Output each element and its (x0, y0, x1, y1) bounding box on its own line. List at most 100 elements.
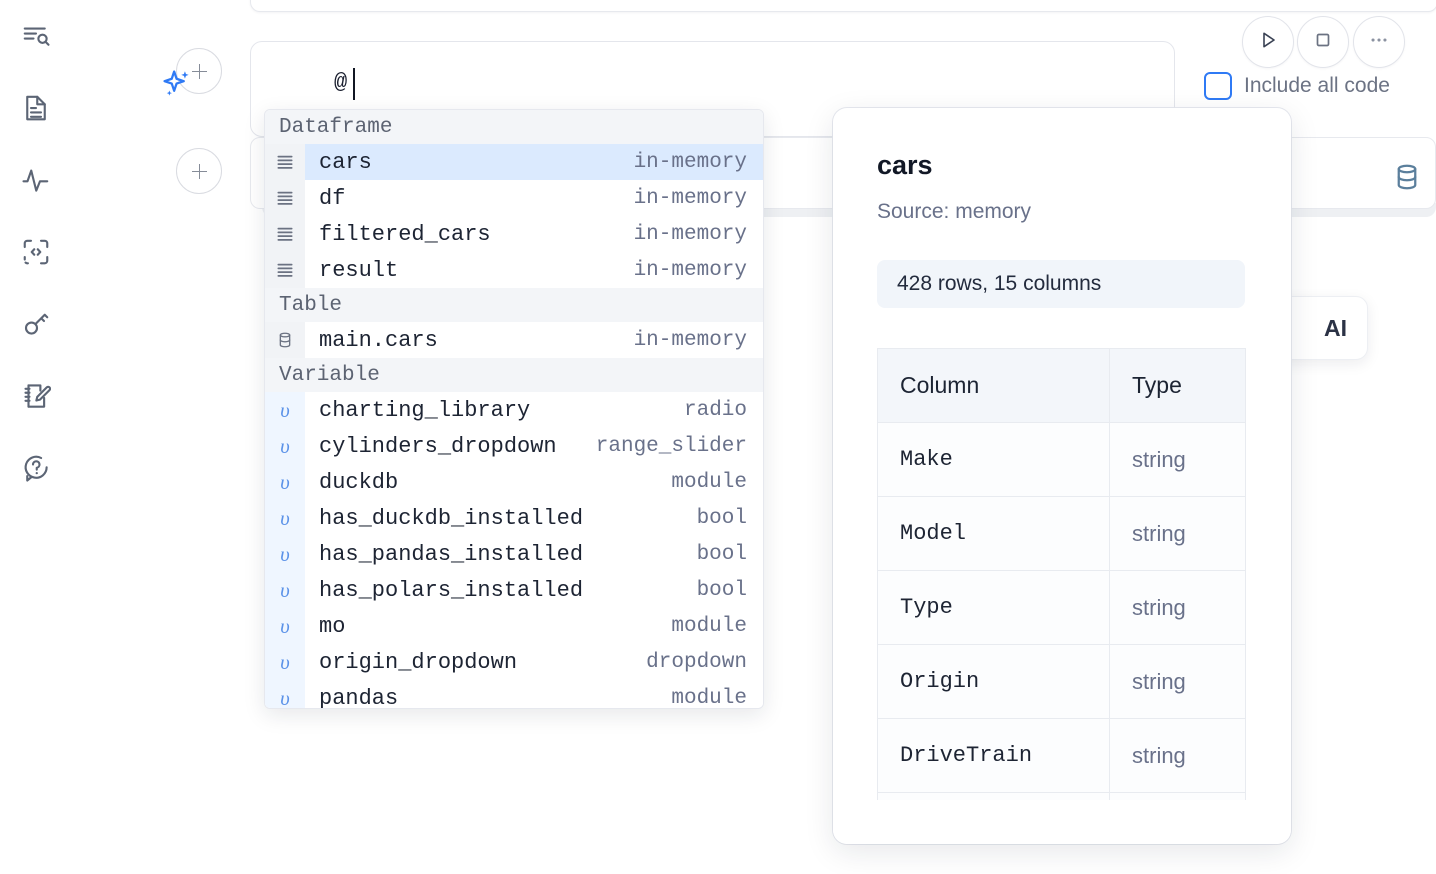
autocomplete-item-name: has_polars_installed (319, 577, 584, 603)
help-chat-icon (21, 453, 51, 483)
variable-kind-icon: υ (265, 644, 305, 680)
key-icon (21, 309, 51, 339)
variable-glyph: υ (280, 613, 290, 638)
schema-column-name: Model (877, 496, 1110, 571)
ai-prompt-text: @ (334, 70, 348, 95)
preview-scroll-fade (833, 800, 1291, 844)
play-triangle-icon (1256, 28, 1280, 57)
sidebar-item-help[interactable] (14, 446, 58, 490)
variable-glyph: υ (280, 505, 290, 530)
dataframe-kind-icon (265, 144, 305, 180)
variable-kind-icon: υ (265, 464, 305, 500)
schema-header-type: Type (1109, 348, 1246, 423)
dataframe-kind-icon (265, 252, 305, 288)
autocomplete-item-meta: module (671, 614, 747, 638)
cell-above[interactable] (250, 0, 1436, 12)
dataframe-kind-icon (265, 216, 305, 252)
schema-column-type: string (1109, 422, 1246, 497)
more-button[interactable] (1353, 16, 1405, 68)
preview-source: Source: memory (877, 200, 1032, 223)
autocomplete-item-meta: bool (696, 506, 747, 530)
autocomplete-item-name: has_pandas_installed (319, 541, 584, 567)
variable-kind-icon: υ (265, 680, 305, 709)
autocomplete-item[interactable]: υ cylinders_dropdown range_slider (265, 428, 763, 464)
schema-column-type: string (1109, 496, 1246, 571)
sidebar (0, 0, 72, 874)
sidebar-item-secrets[interactable] (14, 302, 58, 346)
schema-column-name: Make (877, 422, 1110, 497)
variable-kind-icon: υ (265, 500, 305, 536)
autocomplete-item[interactable]: υ has_duckdb_installed bool (265, 500, 763, 536)
autocomplete-section-header: Dataframe (265, 110, 763, 144)
autocomplete-item[interactable]: υ has_pandas_installed bool (265, 536, 763, 572)
autocomplete-item-meta: in-memory (633, 328, 747, 352)
variable-glyph: υ (280, 397, 290, 422)
autocomplete-item-name: pandas (319, 685, 399, 709)
code-snippet-icon (21, 237, 51, 267)
autocomplete-item[interactable]: df in-memory (265, 180, 763, 216)
autocomplete-item[interactable]: result in-memory (265, 252, 763, 288)
database-icon[interactable] (1392, 162, 1422, 197)
preview-title: cars (877, 150, 933, 180)
autocomplete-item-meta: in-memory (633, 258, 747, 282)
schema-column-type: string (1109, 718, 1246, 793)
variable-kind-icon: υ (265, 572, 305, 608)
dataframe-kind-icon (265, 180, 305, 216)
sidebar-item-variables[interactable] (14, 158, 58, 202)
sidebar-item-outline[interactable] (14, 14, 58, 58)
variable-glyph: υ (280, 541, 290, 566)
autocomplete-item-meta: in-memory (633, 186, 747, 210)
include-all-code-checkbox[interactable] (1204, 72, 1232, 100)
stop-button[interactable] (1297, 16, 1349, 68)
autocomplete-item-meta: module (671, 470, 747, 494)
include-all-code-toggle[interactable]: Include all code (1204, 72, 1390, 100)
autocomplete-item-name: df (319, 185, 346, 211)
autocomplete-item-name: result (319, 257, 399, 283)
run-button[interactable] (1242, 16, 1294, 68)
notebook-edit-icon (21, 381, 51, 411)
autocomplete-item-name: origin_dropdown (319, 649, 518, 675)
sparkle-icon (160, 67, 194, 101)
sidebar-item-files[interactable] (14, 86, 58, 130)
add-cell-button-bottom[interactable] (176, 148, 222, 194)
sidebar-item-snippets[interactable] (14, 230, 58, 274)
autocomplete-item-name: has_duckdb_installed (319, 505, 584, 531)
autocomplete-item-meta: radio (683, 398, 747, 422)
file-text-icon (21, 93, 51, 123)
autocomplete-item-name: cylinders_dropdown (319, 433, 557, 459)
variable-glyph: υ (280, 685, 290, 709)
schema-column-name: Type (877, 570, 1110, 645)
schema-header-column: Column (877, 348, 1110, 423)
include-all-code-label: Include all code (1244, 74, 1390, 97)
table-kind-icon (265, 322, 305, 358)
schema-column-type: string (1109, 570, 1246, 645)
variable-kind-icon: υ (265, 536, 305, 572)
preview-card: cars Source: memory 428 rows, 15 columns… (833, 108, 1291, 844)
variable-glyph: υ (280, 433, 290, 458)
sidebar-item-scratchpad[interactable] (14, 374, 58, 418)
autocomplete-item[interactable]: υ pandas module (265, 680, 763, 709)
autocomplete-item-name: cars (319, 149, 372, 175)
autocomplete-item-meta: module (671, 686, 747, 709)
autocomplete-item-name: filtered_cars (319, 221, 491, 247)
variable-glyph: υ (280, 469, 290, 494)
add-cell-button-top[interactable] (176, 48, 222, 94)
autocomplete-item-meta: bool (696, 542, 747, 566)
variable-kind-icon: υ (265, 608, 305, 644)
autocomplete-item-meta: range_slider (595, 434, 747, 458)
variable-glyph: υ (280, 577, 290, 602)
schema-column-name: DriveTrain (877, 718, 1110, 793)
schema-column-type: string (1109, 644, 1246, 719)
